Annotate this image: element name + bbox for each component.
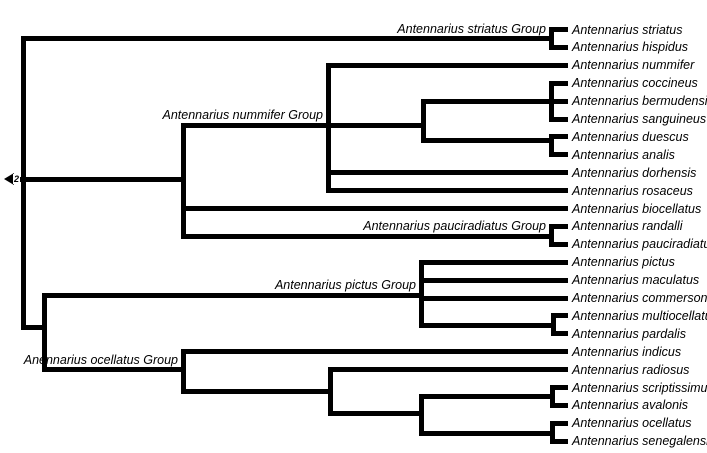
species-label: Antennarius commersoni xyxy=(572,291,707,305)
root-arrow-label: 2 xyxy=(13,174,21,184)
branch-segment xyxy=(42,292,424,298)
branch-segment xyxy=(181,388,333,394)
species-label: Antennarius duescus xyxy=(572,129,689,144)
species-label: Antennarius ocellatus xyxy=(572,416,692,431)
species-label: Antennarius maculatus xyxy=(572,273,700,288)
root-arrow-icon xyxy=(4,173,14,185)
species-label: Antennarius multiocellatus xyxy=(572,308,707,323)
species-label: Antennarius rosaceus xyxy=(572,183,693,198)
group-label: Antennarius nummifer Group xyxy=(162,108,324,122)
branch-segment xyxy=(549,152,568,158)
group-label: Anennarius ocellatus Group xyxy=(23,353,178,367)
species-label: Antennarius radiosus xyxy=(572,362,690,377)
branch-segment xyxy=(326,62,568,68)
group-label: Antennarius striatus Group xyxy=(397,22,546,36)
species-label: Antennarius analis xyxy=(572,147,675,162)
branch-segment xyxy=(419,259,568,265)
branch-segment xyxy=(421,98,554,104)
branch-segment xyxy=(326,188,568,194)
branch-segment xyxy=(21,324,47,330)
species-label: Antennarius coccineus xyxy=(572,76,698,91)
branch-segment xyxy=(550,438,568,444)
branch-segment xyxy=(421,98,426,143)
species-label: Antennarius scriptissimus xyxy=(572,380,707,395)
species-label: Antennarius randalli xyxy=(572,219,683,234)
branch-segment xyxy=(419,322,556,328)
species-label: Antennarius pauciradiatus xyxy=(572,237,707,252)
species-label: Antennarius avalonis xyxy=(572,398,689,413)
species-label: Antennarius biocellatus xyxy=(572,201,702,216)
branch-segment xyxy=(549,44,568,50)
branch-segment xyxy=(419,277,568,283)
branch-segment xyxy=(551,313,556,337)
branch-segment xyxy=(328,367,568,373)
branch-segment xyxy=(328,367,333,416)
branch-segment xyxy=(551,331,568,337)
species-label: Antennarius bermudensis xyxy=(572,94,707,109)
branch-segment xyxy=(550,420,568,426)
branch-segment xyxy=(549,134,568,140)
species-label: Antennarius striatus xyxy=(572,22,683,37)
branch-segment xyxy=(419,259,424,328)
branch-segment xyxy=(328,410,424,416)
species-label: Antennarius senegalensis xyxy=(572,434,707,449)
branch-segment xyxy=(181,233,554,239)
branch-segment xyxy=(549,116,568,122)
species-label: Antennarius pictus xyxy=(572,255,675,270)
branch-segment xyxy=(549,223,568,229)
branch-segment xyxy=(419,430,555,436)
branch-segment xyxy=(419,295,568,301)
branch-segment xyxy=(419,394,424,436)
group-label: Antennarius pauciradiatus Group xyxy=(363,219,546,233)
branch-segment xyxy=(419,394,555,399)
species-label: Antennarius hispidus xyxy=(572,40,689,55)
branch-segment xyxy=(551,313,568,319)
branch-segment xyxy=(550,385,568,390)
branch-segment xyxy=(181,349,568,355)
species-label: Antennarius pardalis xyxy=(572,326,686,341)
group-label: Antennarius pictus Group xyxy=(274,278,416,292)
branch-segment xyxy=(549,134,554,158)
species-label: Antennarius dorhensis xyxy=(572,165,697,180)
branch-segment xyxy=(326,170,568,176)
branch-segment xyxy=(549,241,568,247)
branch-segment xyxy=(42,366,186,372)
branch-segment xyxy=(549,223,554,247)
branch-segment xyxy=(550,402,568,408)
species-label: Antennarius sanguineus xyxy=(572,112,707,126)
branch-segment xyxy=(549,27,568,32)
branch-segment xyxy=(326,62,331,194)
branch-segment xyxy=(181,349,186,394)
species-label: Antennarius nummifer xyxy=(572,58,695,73)
branch-segment xyxy=(181,122,186,239)
branch-segment xyxy=(42,292,47,372)
branch-segment xyxy=(326,122,426,128)
branch-segment xyxy=(181,122,331,128)
branch-segment xyxy=(21,36,26,330)
branch-segment xyxy=(181,206,568,211)
branch-segment xyxy=(549,27,554,50)
branch-segment xyxy=(550,420,555,444)
branch-segment xyxy=(21,36,554,41)
species-label: Antennarius indicus xyxy=(572,344,682,359)
branch-segment xyxy=(421,137,554,143)
branch-segment xyxy=(549,80,568,86)
branch-segment xyxy=(21,176,186,182)
branch-segment xyxy=(549,98,568,104)
branch-segment xyxy=(550,385,555,408)
